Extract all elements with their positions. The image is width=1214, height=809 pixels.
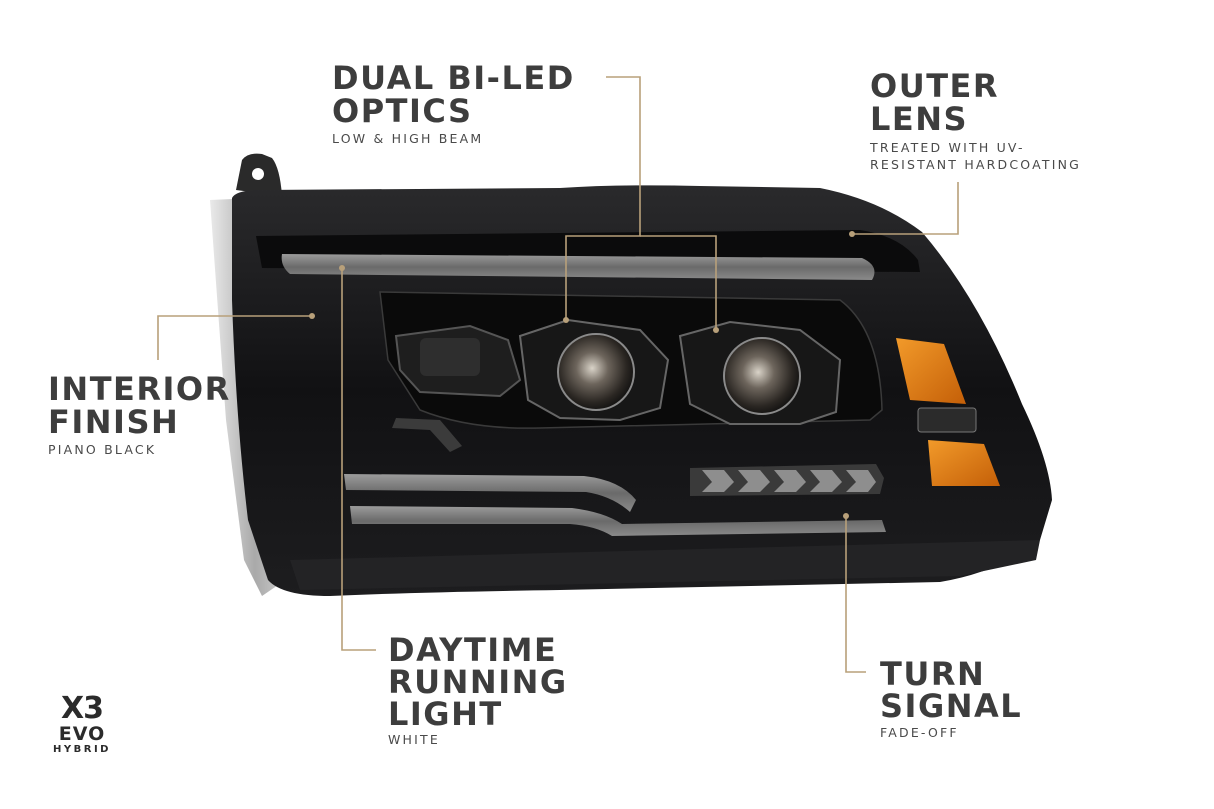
turn-signal-bar [690,464,884,496]
callout-subtitle: RESISTANT HARDCOATING [870,157,1082,172]
lower-housing-lip [290,540,1040,590]
projector-center [518,318,670,422]
leader-lens [852,182,959,235]
lower-drl-upper [344,474,636,512]
leader-interior [157,315,312,360]
logo-evo: EVO [58,723,106,745]
callout-subtitle: FADE-OFF [880,725,959,740]
leader-lines [157,76,959,673]
callout-outer-lens: OUTER LENS TREATED WITH UV- RESISTANT HA… [870,70,1081,173]
callout-title: LIGHT [388,695,503,733]
accent-trim [392,418,462,452]
callout-subtitle: TREATED WITH UV- [870,140,1025,155]
callout-subtitle: PIANO BLACK [48,442,157,457]
amber-marker-upper [896,338,966,404]
callout-title: SIGNAL [880,687,1023,725]
callout-title: TURN [880,655,986,693]
callout-subtitle: LOW & HIGH BEAM [332,131,484,146]
callout-title: DAYTIME [388,631,558,669]
amber-marker-lower [928,440,1000,486]
lower-drl-lower [350,506,886,536]
side-module [917,407,977,433]
callout-turn-signal: TURN SIGNAL FADE-OFF [880,658,1022,740]
logo-hybrid: HYBRID [53,744,111,755]
callout-title: FINISH [48,403,180,441]
upper-light-bar [281,254,875,280]
callout-subtitle: WHITE [388,732,440,747]
logo-mark: X3 [60,691,104,726]
mounting-tab [236,153,282,196]
brand-logo: X3 EVO HYBRID [46,694,118,756]
callout-title: OUTER [870,67,1000,105]
callout-title: OPTICS [332,92,473,130]
callout-title: DUAL BI-LED [332,59,575,97]
callout-title: LENS [870,100,969,138]
callout-interior-finish: INTERIOR FINISH PIANO BLACK [48,370,231,458]
leader-optics-branch [640,235,717,330]
leader-dots [309,231,855,519]
callout-daytime-running-light: DAYTIME RUNNING LIGHT WHITE [388,634,568,747]
callout-title: INTERIOR [48,370,231,408]
leader-drl [341,268,376,651]
projector-left [394,324,522,398]
projector-right [678,320,842,425]
callout-dual-bi-led-optics: DUAL BI-LED OPTICS LOW & HIGH BEAM [332,59,575,147]
leader-turn [845,516,866,673]
callout-title: RUNNING [388,663,568,701]
